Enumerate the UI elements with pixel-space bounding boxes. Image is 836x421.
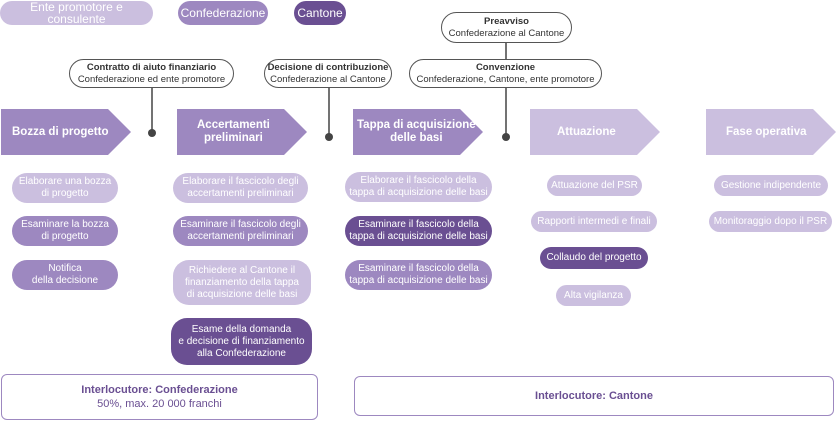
task-elaborare-bozza: Elaborare una bozza di progetto — [12, 173, 118, 203]
callout-contratto-title: Contratto di aiuto finanziario — [86, 61, 217, 73]
task-elaborare-accertamenti: Elaborare il fascicolo degli accertament… — [173, 173, 308, 203]
task-esaminare-bozza: Esaminare la bozza di progetto — [12, 216, 118, 246]
task-richiedere-finanziamento: Richiedere al Cantone il finanziamento d… — [173, 260, 311, 305]
task-gestione-indipendente: Gestione indipendente — [714, 175, 828, 196]
task-esame-domanda: Esame della domanda e decisione di finan… — [171, 318, 312, 365]
callout-contratto: Contratto di aiuto finanziario Confedera… — [69, 59, 234, 88]
stage-bozza-label: Bozza di progetto — [12, 125, 109, 138]
task-esaminare-tappa-confederation: Esaminare il fascicolo della tappa di ac… — [345, 260, 492, 290]
task-esaminare-tappa-canton: Esaminare il fascicolo della tappa di ac… — [345, 216, 492, 246]
callout-contratto-sub: Confederazione ed ente promotore — [77, 73, 226, 85]
contact-confederation-sub: 50%, max. 20 000 franchi — [97, 398, 222, 410]
task-alta-vigilanza: Alta vigilanza — [556, 285, 631, 306]
callout-preavviso: Preavviso Confederazione al Cantone — [441, 12, 572, 43]
legend-canton: Cantone — [294, 1, 346, 25]
stage-fase-operativa: Fase operativa — [706, 109, 836, 155]
callout-preavviso-sub: Confederazione al Cantone — [448, 27, 565, 39]
callout-convenzione: Convenzione Confederazione, Cantone, ent… — [409, 59, 602, 88]
callout-preavviso-title: Preavviso — [484, 15, 529, 27]
contact-confederation-title: Interlocutore: Confederazione — [81, 384, 238, 396]
stage-tappa-label: Tappa di acquisizione delle basi — [357, 119, 476, 144]
legend-confederation: Confederazione — [178, 1, 268, 25]
callout-decisione: Decisione di contribuzione Confederazion… — [264, 59, 392, 88]
task-monitoraggio: Monitoraggio dopo il PSR — [709, 211, 832, 232]
task-collaudo: Collaudo del progetto — [540, 247, 648, 269]
task-notifica-decisione: Notifica della decisione — [12, 260, 118, 290]
stage-bozza: Bozza di progetto — [1, 109, 131, 155]
task-rapporti: Rapporti intermedi e finali — [531, 211, 657, 232]
stage-fase-operativa-label: Fase operativa — [726, 125, 807, 138]
stage-accertamenti-arrow — [177, 109, 307, 155]
stage-accertamenti-label: Accertamenti preliminari — [197, 119, 270, 144]
callout-decisione-title: Decisione di contribuzione — [267, 61, 389, 73]
stage-tappa-arrow — [353, 109, 483, 155]
stage-attuazione-label: Attuazione — [557, 125, 616, 138]
contact-canton: Interlocutore: Cantone — [354, 376, 834, 416]
task-elaborare-tappa: Elaborare il fascicolo della tappa di ac… — [345, 172, 492, 202]
contact-canton-title: Interlocutore: Cantone — [535, 390, 653, 402]
stage-bozza-arrow — [1, 109, 131, 155]
stage-attuazione-arrow — [530, 109, 660, 155]
stage-accertamenti: Accertamenti preliminari — [177, 109, 307, 155]
stage-fase-operativa-arrow — [706, 109, 836, 155]
callout-convenzione-title: Convenzione — [475, 61, 536, 73]
legend-promoter: Ente promotore e consulente — [0, 1, 153, 25]
contact-confederation: Interlocutore: Confederazione 50%, max. … — [1, 374, 318, 420]
stage-tappa: Tappa di acquisizione delle basi — [353, 109, 483, 155]
callout-convenzione-sub: Confederazione, Cantone, ente promotore — [416, 73, 595, 85]
callout-decisione-sub: Confederazione al Cantone — [270, 73, 386, 85]
stage-attuazione: Attuazione — [530, 109, 660, 155]
task-esaminare-accertamenti: Esaminare il fascicolo degli accertament… — [173, 216, 308, 246]
task-attuazione-psr: Attuazione del PSR — [547, 175, 642, 196]
